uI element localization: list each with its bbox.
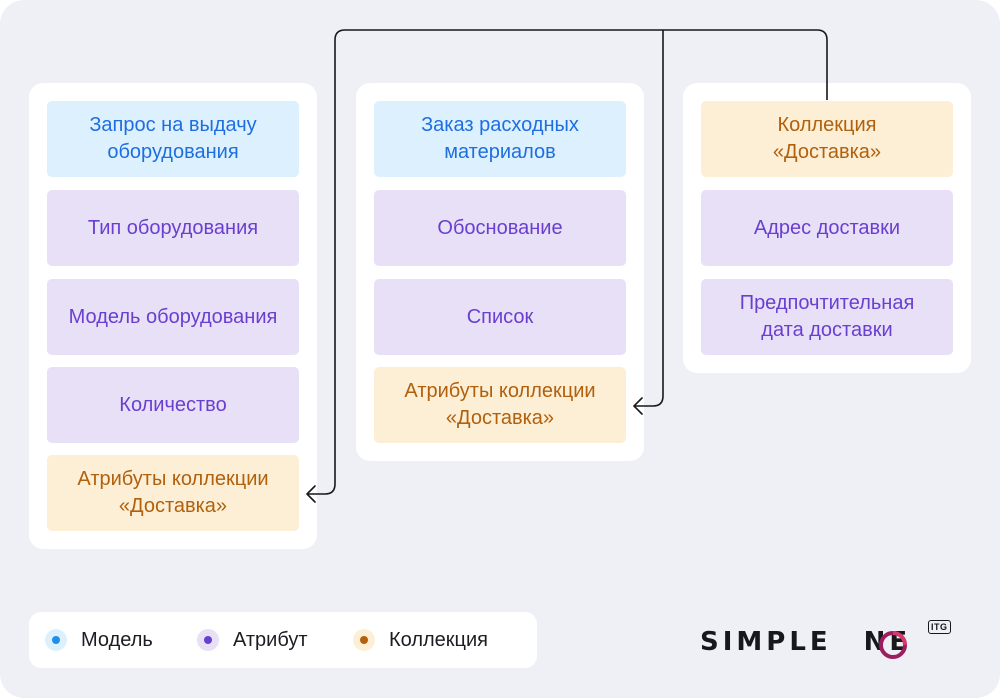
card-attribute-justification: Обоснование bbox=[374, 190, 626, 266]
card-collection-attributes-delivery: Атрибуты коллекции «Доставка» bbox=[47, 455, 299, 531]
legend-label: Атрибут bbox=[233, 628, 308, 651]
logo-ring-icon bbox=[879, 631, 907, 659]
collection-dot-icon bbox=[353, 629, 375, 651]
card-attribute-equipment-type: Тип оборудования bbox=[47, 190, 299, 266]
legend-label: Модель bbox=[81, 628, 153, 651]
card-attribute-equipment-model: Модель оборудования bbox=[47, 279, 299, 355]
card-attribute-quantity: Количество bbox=[47, 367, 299, 443]
legend-item-model: Модель bbox=[45, 612, 153, 668]
legend-item-attribute: Атрибут bbox=[197, 612, 308, 668]
legend-item-collection: Коллекция bbox=[353, 612, 488, 668]
card-collection-delivery: Коллекция «Доставка» bbox=[701, 101, 953, 177]
card-collection-attributes-delivery: Атрибуты коллекции «Доставка» bbox=[374, 367, 626, 443]
card-model-equipment-request: Запрос на выдачу оборудования bbox=[47, 101, 299, 177]
model-dot-icon bbox=[45, 629, 67, 651]
connector-collection-to-consumables-order bbox=[634, 30, 664, 407]
card-model-consumables-order: Заказ расходных материалов bbox=[374, 101, 626, 177]
legend: Модель Атрибут Коллекция bbox=[29, 612, 537, 668]
card-attribute-list: Список bbox=[374, 279, 626, 355]
legend-label: Коллекция bbox=[389, 628, 489, 651]
card-attribute-delivery-address: Адрес доставки bbox=[701, 190, 953, 266]
logo-badge: ITG bbox=[928, 620, 951, 634]
attribute-dot-icon bbox=[197, 629, 219, 651]
card-attribute-preferred-delivery-date: Предпочтительная дата доставки bbox=[701, 279, 953, 355]
connector-collection-to-equipment-request bbox=[307, 29, 828, 495]
arrowhead-left-icon bbox=[633, 397, 643, 415]
arrowhead-left-icon bbox=[306, 485, 316, 503]
